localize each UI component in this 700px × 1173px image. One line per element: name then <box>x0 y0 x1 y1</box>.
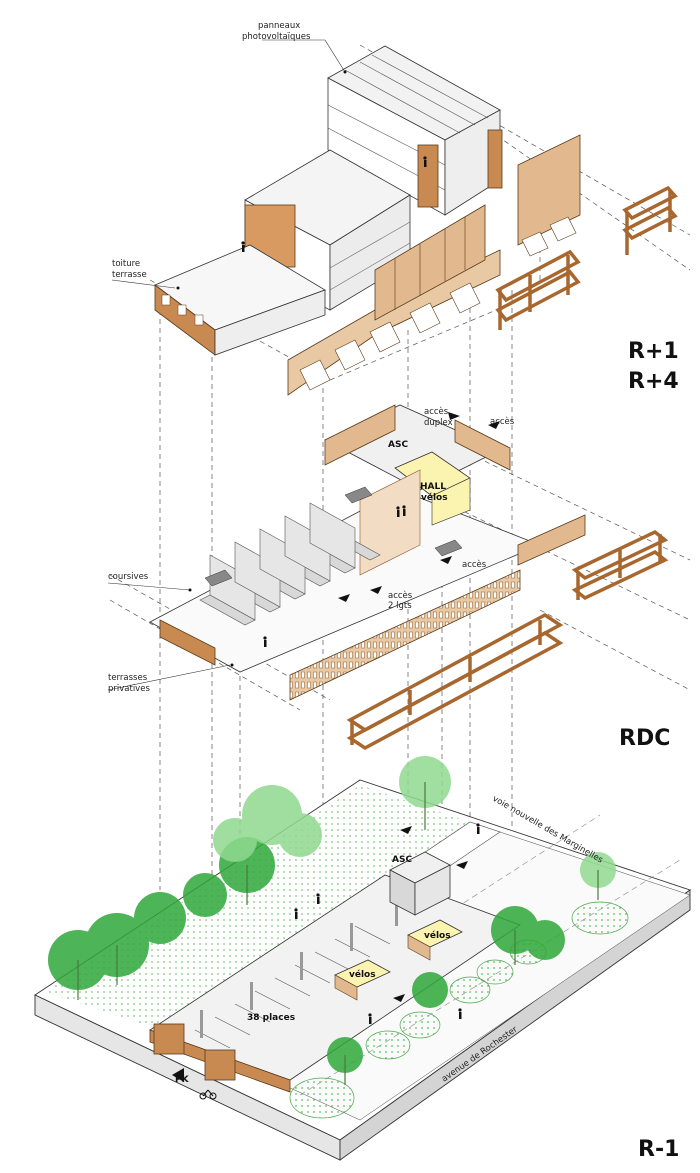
acces-duplex-line2: duplex <box>424 418 453 428</box>
acces-2lgts-line2: 2 lgts <box>388 601 412 611</box>
places-label: 38 places <box>247 1013 295 1023</box>
hall-label-line1: HALL <box>420 482 446 492</box>
ground-level-plan <box>149 404 669 751</box>
acces-top-label: accès <box>490 416 515 427</box>
terrasses-label: terrasses privatives <box>107 663 234 694</box>
hall-label-line2: vélos <box>421 492 448 503</box>
asc-label-rdc: ASC <box>388 440 408 450</box>
upper-levels-block <box>154 45 678 396</box>
basement-site-plan <box>34 756 691 1161</box>
people-icon <box>263 505 406 647</box>
level-label-r1: R+1 <box>628 339 679 364</box>
terrasses-line2: privatives <box>108 684 150 694</box>
roof-terrace-label: toiture terrasse <box>111 259 180 290</box>
asc-label-r1: ASC <box>392 855 412 865</box>
velos-label-2: vélos <box>349 969 376 980</box>
acces-side-label: accès <box>462 559 487 570</box>
people-icon <box>241 156 427 252</box>
coursives-label: coursives <box>107 572 192 592</box>
level-label-r4: R+4 <box>628 369 679 394</box>
pv-label-line2: photovoltaïques <box>242 32 311 42</box>
acces-2lgts-line1: accès <box>388 590 413 601</box>
acces-duplex-line1: accès <box>424 406 449 417</box>
bicycle-icon <box>199 1089 217 1100</box>
pv-label-line1: panneaux <box>258 21 300 31</box>
pk-label: PK <box>175 1075 190 1085</box>
coursives-text: coursives <box>108 572 149 582</box>
roof-label-line2: terrasse <box>112 270 147 280</box>
pv-label: panneaux photovoltaïques <box>242 21 347 74</box>
people-icon <box>294 823 480 1024</box>
terrasses-line1: terrasses <box>108 673 148 683</box>
level-label-rdc: RDC <box>619 726 670 751</box>
roof-label-line1: toiture <box>112 259 140 269</box>
trees <box>48 756 616 1085</box>
level-label-r-1: R-1 <box>638 1137 679 1162</box>
velos-label-1: vélos <box>424 930 451 941</box>
